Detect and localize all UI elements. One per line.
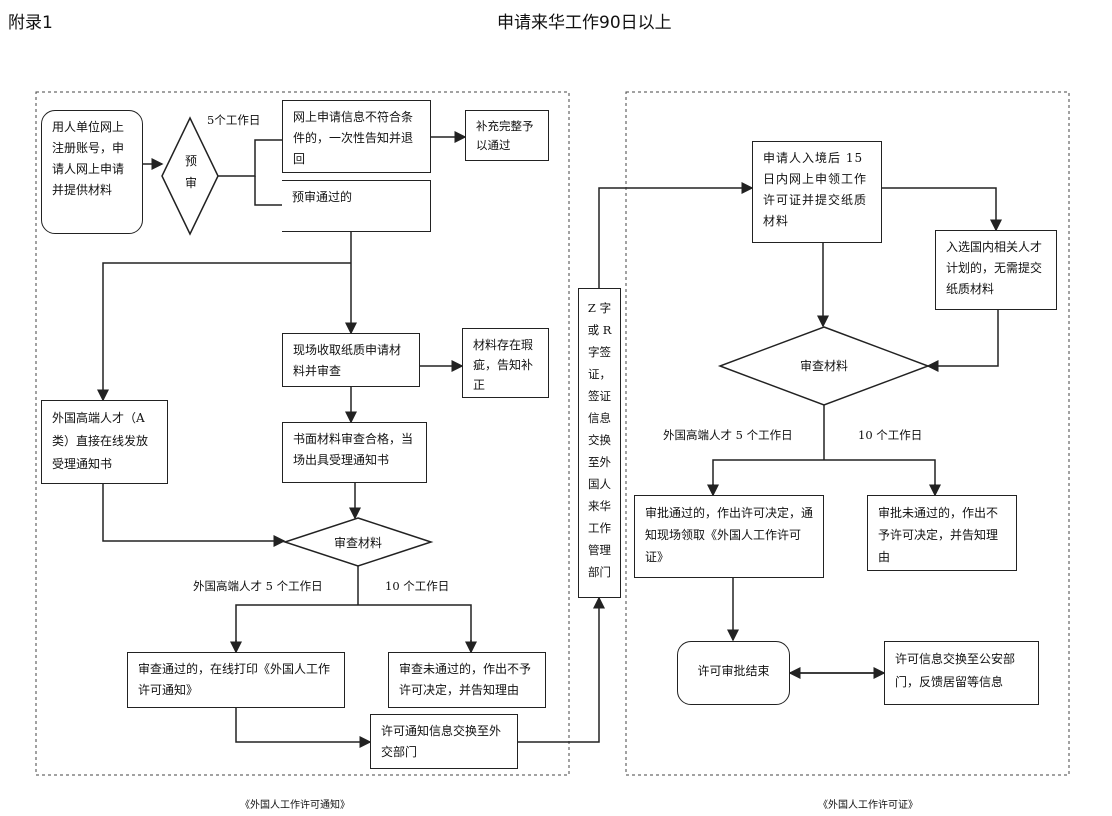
supplement-box: 补充完整予以通过 xyxy=(465,110,549,161)
left-talent-days-label: 外国高端人才 5 个工作日 xyxy=(193,579,323,593)
entry-box: 申请人入境后 15 日内网上申领工作许可证并提交纸质材料 xyxy=(752,141,882,243)
right-10days-label: 10 个工作日 xyxy=(858,428,923,442)
visa-text: Z 字或 R 字签证，签证信息交换至外国人来华工作管理部门 xyxy=(587,301,612,579)
pre-passed-box: 预审通过的 xyxy=(282,180,431,232)
left-approved-box: 审查通过的，在线打印《外国人工作许可通知》 xyxy=(127,652,345,708)
register-box: 用人单位网上注册账号，申请人网上申请并提供材料 xyxy=(41,110,143,234)
defect-box: 材料存在瑕疵，告知补正 xyxy=(462,328,549,398)
left-section-frame xyxy=(35,91,570,776)
right-caption: 《外国人工作许可证》 xyxy=(818,800,918,811)
right-talent-days-label: 外国高端人才 5 个工作日 xyxy=(663,428,793,442)
appendix-label: 附录1 xyxy=(8,13,53,33)
right-section-frame xyxy=(625,91,1070,776)
approval-end-box: 许可审批结束 xyxy=(677,641,790,705)
left-rejected-box: 审查未通过的，作出不予许可决定，并告知理由 xyxy=(388,652,546,708)
pre-review-diamond xyxy=(161,116,219,236)
exchange-foreign-box: 许可通知信息交换至外交部门 xyxy=(370,714,518,769)
exchange-police-box: 许可信息交换至公安部门，反馈居留等信息 xyxy=(884,641,1039,705)
talent-plan-box: 入选国内相关人才计划的，无需提交纸质材料 xyxy=(935,230,1057,310)
page-title: 申请来华工作90日以上 xyxy=(497,13,672,33)
right-rejected-box: 审批未通过的，作出不予许可决定，并告知理由 xyxy=(867,495,1017,571)
pre-review-label: 预审 xyxy=(184,154,197,190)
not-qualified-box: 网上申请信息不符合条件的，一次性告知并退回 xyxy=(282,100,431,173)
left-10days-label: 10 个工作日 xyxy=(385,579,450,593)
left-caption: 《外国人工作许可通知》 xyxy=(240,800,350,811)
right-approved-box: 审批通过的，作出许可决定，通知现场领取《外国人工作许可证》 xyxy=(634,495,824,578)
category-a-box: 外国高端人才（A类）直接在线发放受理通知书 xyxy=(41,400,168,484)
onsite-review-box: 现场收取纸质申请材料并审查 xyxy=(282,333,420,387)
visa-box: Z 字或 R 字签证，签证信息交换至外国人来华工作管理部门 xyxy=(578,288,621,598)
written-ok-box: 书面材料审查合格，当场出具受理通知书 xyxy=(282,422,427,483)
left-review-label: 审查材料 xyxy=(333,536,382,550)
right-review-label: 审查材料 xyxy=(799,359,848,373)
pre-review-days-label: 5个工作日 xyxy=(207,113,261,127)
